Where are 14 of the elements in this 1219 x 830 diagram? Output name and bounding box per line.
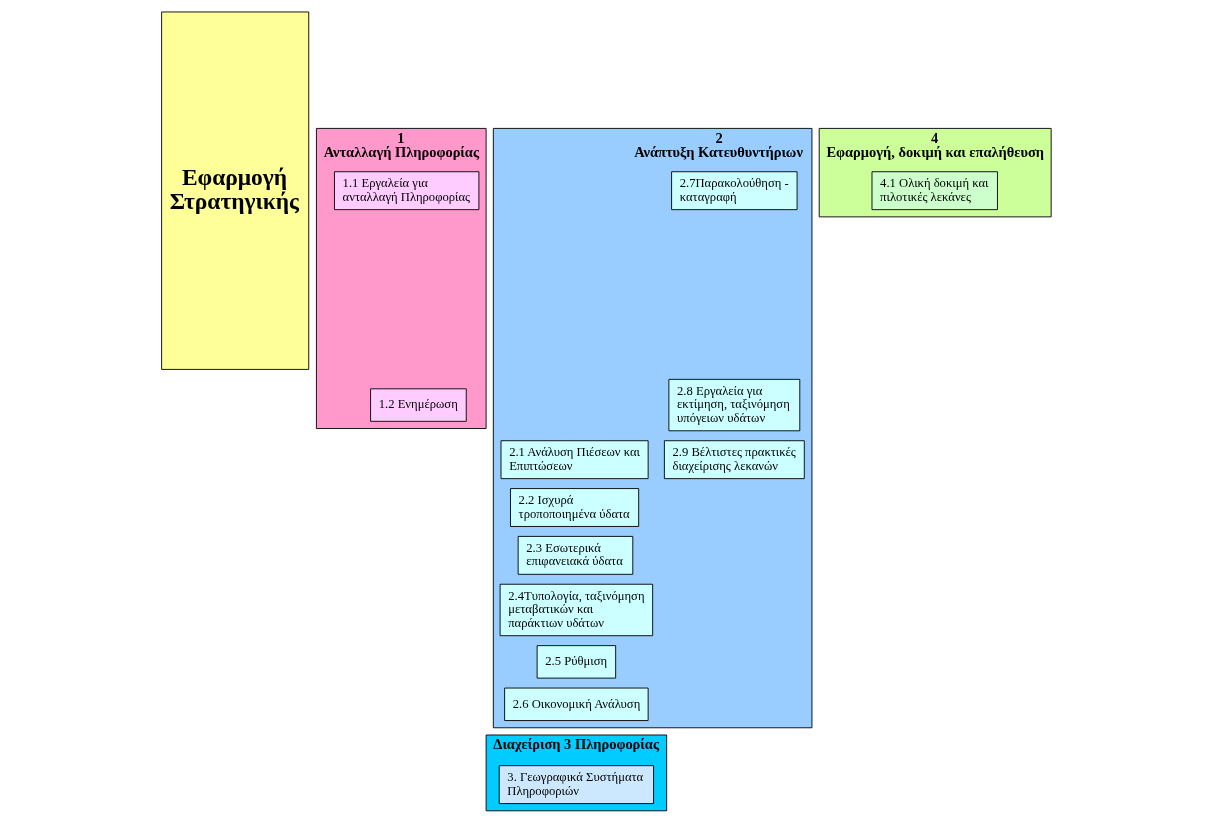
node-box: 2.2 Ισχυρά τροποποιημένα ύδατα: [509, 488, 639, 527]
node-box: 2.7Παρακολούθηση - καταγραφή: [670, 171, 798, 211]
node-box: 2.8 Εργαλεία για εκτίμηση, ταξινόμηση υπόγειων υδάτων: [667, 378, 800, 432]
node-box: 1.2 Ενημέρωση: [369, 388, 467, 422]
node-box: 2.9 Βέλτιστες πρακτικές διαχείρισης λεκανών: [663, 440, 805, 480]
node-box: 2.1 Ανάλυση Πιέσεων και Επιπτώσεων: [500, 440, 649, 480]
node-box: 1.1 Εργαλεία για ανταλλαγή Πληροφορίας: [333, 171, 479, 211]
node-box: 2.5 Ρύθμιση: [536, 645, 616, 679]
node-box: 2.3 Εσωτερικά επιφανειακά ύδατα: [517, 535, 633, 575]
node-box: 2.6 Οικονομική Ανάλυση: [503, 687, 649, 721]
node-box: 4.1 Ολική δοκιμή και πιλοτικές λεκάνες: [871, 171, 998, 211]
node-box: 3. Γεωγραφικά Συστήματα Πληροφοριών: [498, 765, 654, 805]
node-box: Εφαρμογή Στρατηγικής: [160, 11, 309, 370]
node-box: 2.4Τυπολογία, ταξινόμηση μεταβατικών και παράκτιων υδάτων: [499, 583, 653, 637]
